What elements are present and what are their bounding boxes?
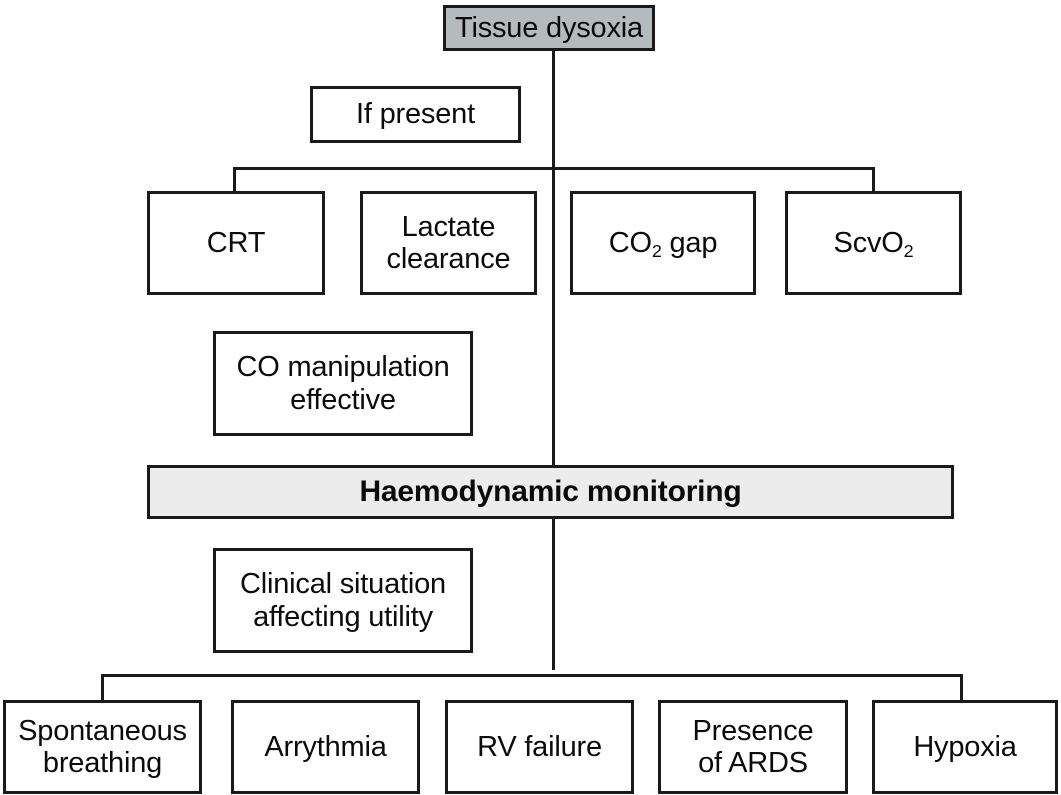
connector-bus-situation-row [101,674,963,677]
connector-drop-crt [233,167,236,193]
co2-subscript: 2 [651,240,662,261]
node-spontaneous-breathing[interactable]: Spontaneous breathing [3,700,202,794]
connector-spine-root-to-bottom [552,50,555,670]
node-co2-gap[interactable]: CO2 gap [570,191,756,295]
node-clinical-situation-affecting-utility-label: Clinical situation affecting utility [240,568,446,633]
node-spontaneous-breathing-label: Spontaneous breathing [18,714,187,779]
node-crt[interactable]: CRT [147,191,325,295]
node-if-present[interactable]: If present [310,86,521,143]
node-haemodynamic-monitoring-label: Haemodynamic monitoring [359,475,742,509]
node-arrythmia-label: Arrythmia [264,730,387,763]
node-rv-failure-label: RV failure [477,730,602,763]
node-scvo2[interactable]: ScvO2 [785,191,962,295]
node-if-present-label: If present [356,98,475,131]
node-tissue-dysoxia[interactable]: Tissue dysoxia [443,5,655,51]
node-lactate-clearance[interactable]: Lactate clearance [360,191,537,295]
node-clinical-situation-affecting-utility[interactable]: Clinical situation affecting utility [213,548,473,653]
node-presence-of-ards-label: Presence of ARDS [692,714,814,779]
node-crt-label: CRT [206,226,266,259]
node-rv-failure[interactable]: RV failure [445,700,634,794]
node-co2-gap-label: CO2 gap [608,226,718,261]
connector-drop-spontaneous-breathing [101,674,104,701]
node-lactate-clearance-label: Lactate clearance [386,210,511,275]
node-arrythmia[interactable]: Arrythmia [231,700,420,794]
node-haemodynamic-monitoring[interactable]: Haemodynamic monitoring [147,465,954,519]
node-co-manipulation-effective-label: CO manipulation effective [236,351,450,416]
connector-drop-hypoxia [960,674,963,701]
node-hypoxia-label: Hypoxia [913,730,1017,763]
connector-drop-scvo2 [872,167,875,193]
node-presence-of-ards[interactable]: Presence of ARDS [658,700,848,794]
node-co-manipulation-effective[interactable]: CO manipulation effective [213,331,473,436]
node-tissue-dysoxia-label: Tissue dysoxia [455,11,643,44]
scvo2-subscript: 2 [903,240,914,261]
node-hypoxia[interactable]: Hypoxia [872,700,1058,794]
node-scvo2-label: ScvO2 [833,226,914,261]
connector-bus-assessment-row [233,167,875,170]
